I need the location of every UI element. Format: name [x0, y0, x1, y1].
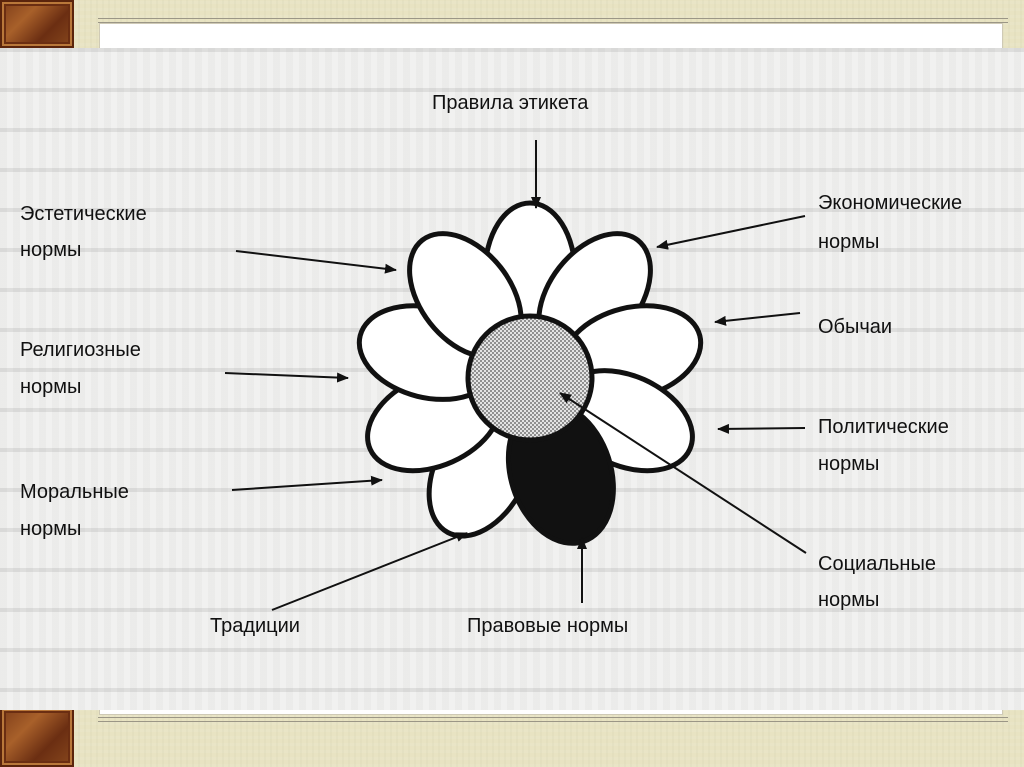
arrow-social — [559, 392, 807, 554]
decorative-corner-bottom-left — [0, 707, 74, 767]
arrow-religious — [224, 372, 349, 383]
label-customs: Обычаи — [818, 316, 892, 338]
arrow-customs — [714, 312, 801, 326]
label-religious-line2: нормы — [20, 376, 81, 398]
label-economic-line2: нормы — [818, 231, 879, 253]
label-political-line2: нормы — [818, 453, 879, 475]
flower-center — [465, 313, 595, 443]
frame-line-bottom — [98, 717, 1008, 722]
arrow-economic — [656, 215, 806, 250]
label-etiquette: Правила этикета — [432, 92, 589, 114]
label-traditions: Традиции — [210, 615, 300, 637]
arrow-aesthetic — [235, 250, 397, 274]
label-moral-line1: Моральные — [20, 481, 129, 503]
label-arrows — [224, 140, 807, 611]
label-legal: Правовые нормы — [467, 615, 628, 637]
frame-line-top — [98, 18, 1008, 23]
arrow-political — [717, 423, 806, 434]
label-aesthetic-line1: Эстетические — [20, 203, 147, 225]
decorative-corner-top-left — [0, 0, 74, 48]
label-moral-line2: нормы — [20, 518, 81, 540]
social-norms-flower-diagram: Правила этикета Экономические нормы Обыч… — [20, 92, 962, 637]
label-aesthetic-line2: нормы — [20, 239, 81, 261]
arrow-traditions — [271, 532, 468, 611]
label-social-line1: Социальные — [818, 553, 936, 575]
label-social-line2: нормы — [818, 589, 879, 611]
label-economic-line1: Экономические — [818, 192, 962, 214]
label-religious-line1: Религиозные — [20, 339, 141, 361]
label-political-line1: Политические — [818, 416, 949, 438]
arrow-moral — [231, 475, 383, 491]
